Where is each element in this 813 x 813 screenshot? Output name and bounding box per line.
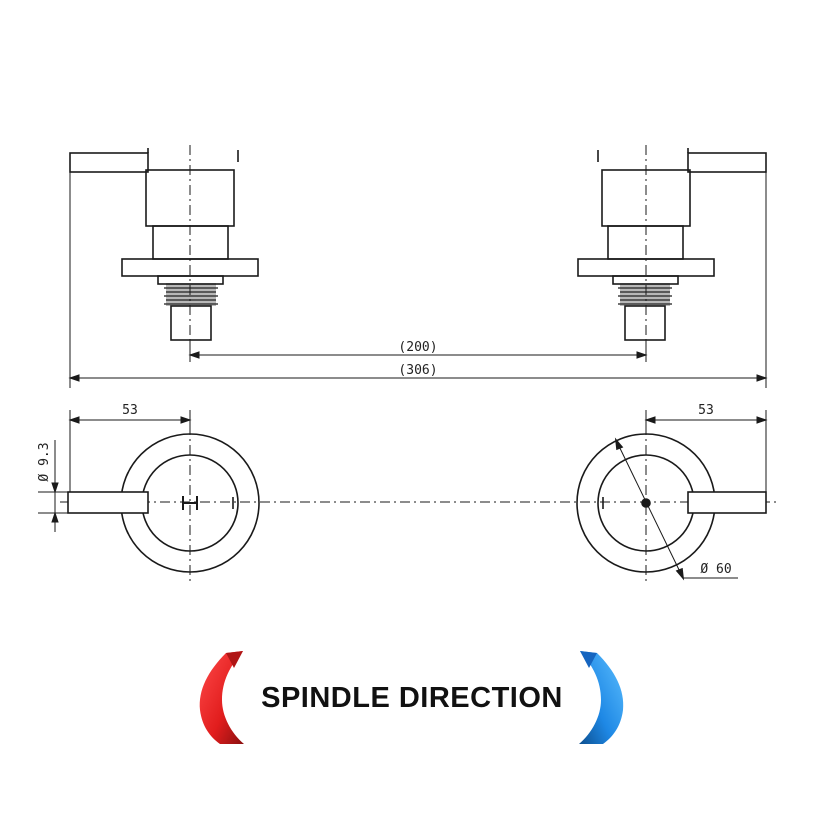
overall-width-dimension bbox=[68, 374, 768, 382]
left-tap-plan bbox=[67, 425, 260, 585]
left-offset-label: 53 bbox=[122, 403, 138, 418]
counterclockwise-arrow-icon bbox=[199, 651, 244, 744]
right-tap-elevation bbox=[577, 145, 767, 345]
left-spindle-head bbox=[182, 496, 198, 510]
right-spindle bbox=[624, 305, 666, 341]
spindle-direction-caption: SPINDLE DIRECTION bbox=[199, 651, 624, 744]
lever-diameter-label: Ø 9.3 bbox=[37, 442, 52, 481]
clockwise-arrow-icon bbox=[579, 651, 624, 744]
right-lever-plan bbox=[687, 491, 767, 514]
centre-distance-label: (200) bbox=[398, 340, 437, 355]
right-offset-label: 53 bbox=[698, 403, 714, 418]
right-thread bbox=[618, 283, 672, 306]
left-tap-elevation bbox=[69, 145, 259, 345]
left-offset-dimension bbox=[68, 410, 192, 492]
caption-label: SPINDLE DIRECTION bbox=[261, 682, 563, 714]
right-lever-handle bbox=[687, 152, 767, 173]
side-elevation-view bbox=[68, 145, 768, 388]
flange-diameter-label: Ø 60 bbox=[700, 562, 731, 577]
lever-diameter-dimension bbox=[38, 440, 68, 532]
plan-view bbox=[38, 410, 780, 585]
left-lever-plan bbox=[67, 491, 149, 514]
right-tap-plan bbox=[576, 425, 767, 585]
overall-width-label: (306) bbox=[398, 363, 437, 378]
left-thread bbox=[164, 283, 218, 306]
left-lever-handle bbox=[69, 152, 149, 173]
right-offset-dimension bbox=[644, 410, 768, 492]
left-spindle bbox=[170, 305, 212, 341]
left-body bbox=[145, 169, 235, 227]
right-body bbox=[601, 169, 691, 227]
centre-distance-dimension bbox=[188, 351, 648, 359]
